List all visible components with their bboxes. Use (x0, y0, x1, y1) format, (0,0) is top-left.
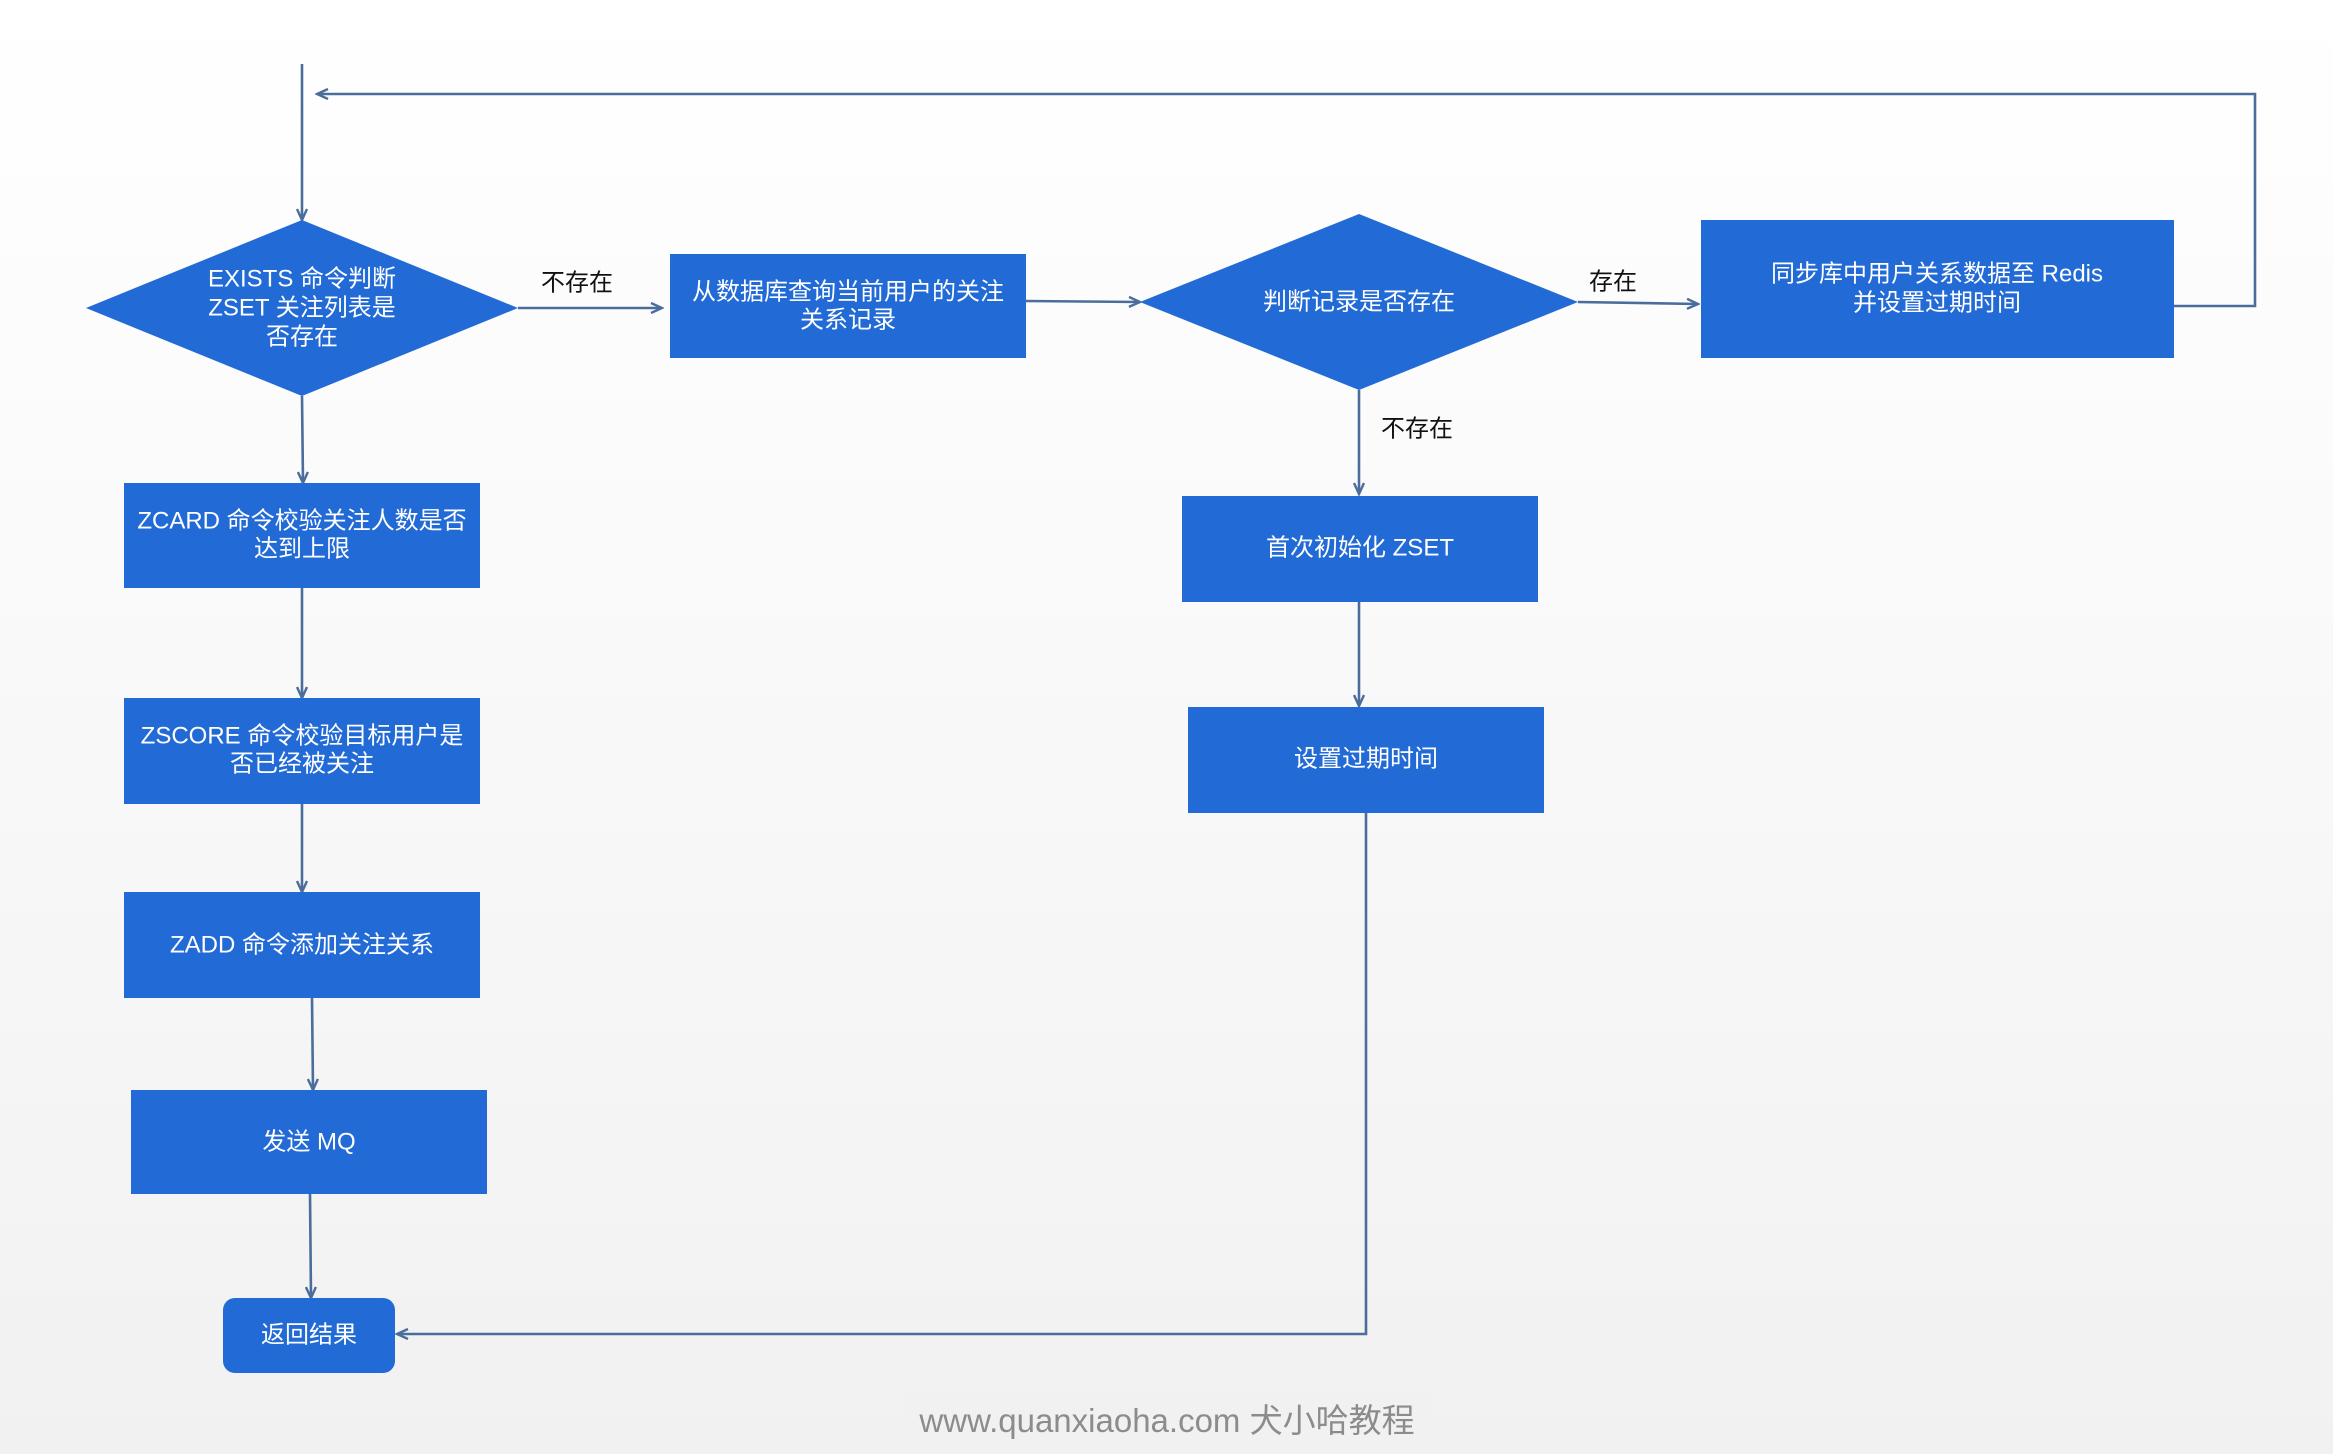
node-exists-check-line-1: EXISTS 命令判断 (208, 265, 396, 292)
node-return-result-line-1: 返回结果 (261, 1321, 357, 1348)
edge-label-exists-not: 不存在 (541, 269, 613, 296)
node-zscore-check-line-1: ZSCORE 命令校验目标用户是 (141, 722, 464, 749)
node-exists-check-line-2: ZSET 关注列表是 (208, 294, 396, 321)
edge-recordcheck-to-sync (1577, 302, 1698, 304)
node-set-expire: 设置过期时间 (1188, 707, 1544, 813)
edge-exists-to-zcard (302, 395, 303, 483)
edge-sendmq-to-return (310, 1193, 311, 1298)
watermark-text: www.quanxiaoha.com 犬小哈教程 (903, 1390, 1431, 1452)
node-query-db-line-1: 从数据库查询当前用户的关注 (692, 278, 1004, 305)
node-query-db-line-2: 关系记录 (800, 306, 896, 333)
node-record-check: 判断记录是否存在 (1140, 214, 1578, 390)
edge-expire-to-return (397, 812, 1368, 1334)
edge-label-record-exists: 存在 (1589, 268, 1637, 295)
node-zscore-check: ZSCORE 命令校验目标用户是 否已经被关注 (124, 698, 480, 804)
edge-querydb-to-recordcheck (1024, 301, 1140, 302)
node-zcard-check-line-2: 达到上限 (254, 535, 350, 562)
node-zcard-check-line-1: ZCARD 命令校验关注人数是否 (137, 507, 466, 534)
node-init-zset-line-1: 首次初始化 ZSET (1266, 534, 1454, 561)
node-zadd-line-1: ZADD 命令添加关注关系 (170, 931, 434, 958)
node-send-mq: 发送 MQ (131, 1090, 487, 1194)
node-query-db: 从数据库查询当前用户的关注 关系记录 (670, 254, 1026, 358)
node-zadd: ZADD 命令添加关注关系 (124, 892, 480, 998)
node-sync-redis-line-1: 同步库中用户关系数据至 Redis (1771, 260, 2103, 287)
node-zscore-check-line-2: 否已经被关注 (230, 750, 374, 777)
node-exists-check: EXISTS 命令判断 ZSET 关注列表是 否存在 (86, 220, 518, 396)
edge-label-record-not: 不存在 (1381, 415, 1453, 442)
edge-zadd-to-sendmq (312, 997, 313, 1090)
node-return-result: 返回结果 (223, 1298, 395, 1373)
node-sync-redis: 同步库中用户关系数据至 Redis 并设置过期时间 (1701, 220, 2174, 358)
node-zcard-check: ZCARD 命令校验关注人数是否 达到上限 (124, 483, 480, 588)
node-init-zset: 首次初始化 ZSET (1182, 496, 1538, 602)
node-record-check-line-1: 判断记录是否存在 (1263, 288, 1455, 315)
node-send-mq-line-1: 发送 MQ (262, 1128, 355, 1155)
node-exists-check-line-3: 否存在 (266, 323, 338, 350)
node-set-expire-line-1: 设置过期时间 (1294, 745, 1438, 772)
node-sync-redis-line-2: 并设置过期时间 (1853, 289, 2021, 316)
